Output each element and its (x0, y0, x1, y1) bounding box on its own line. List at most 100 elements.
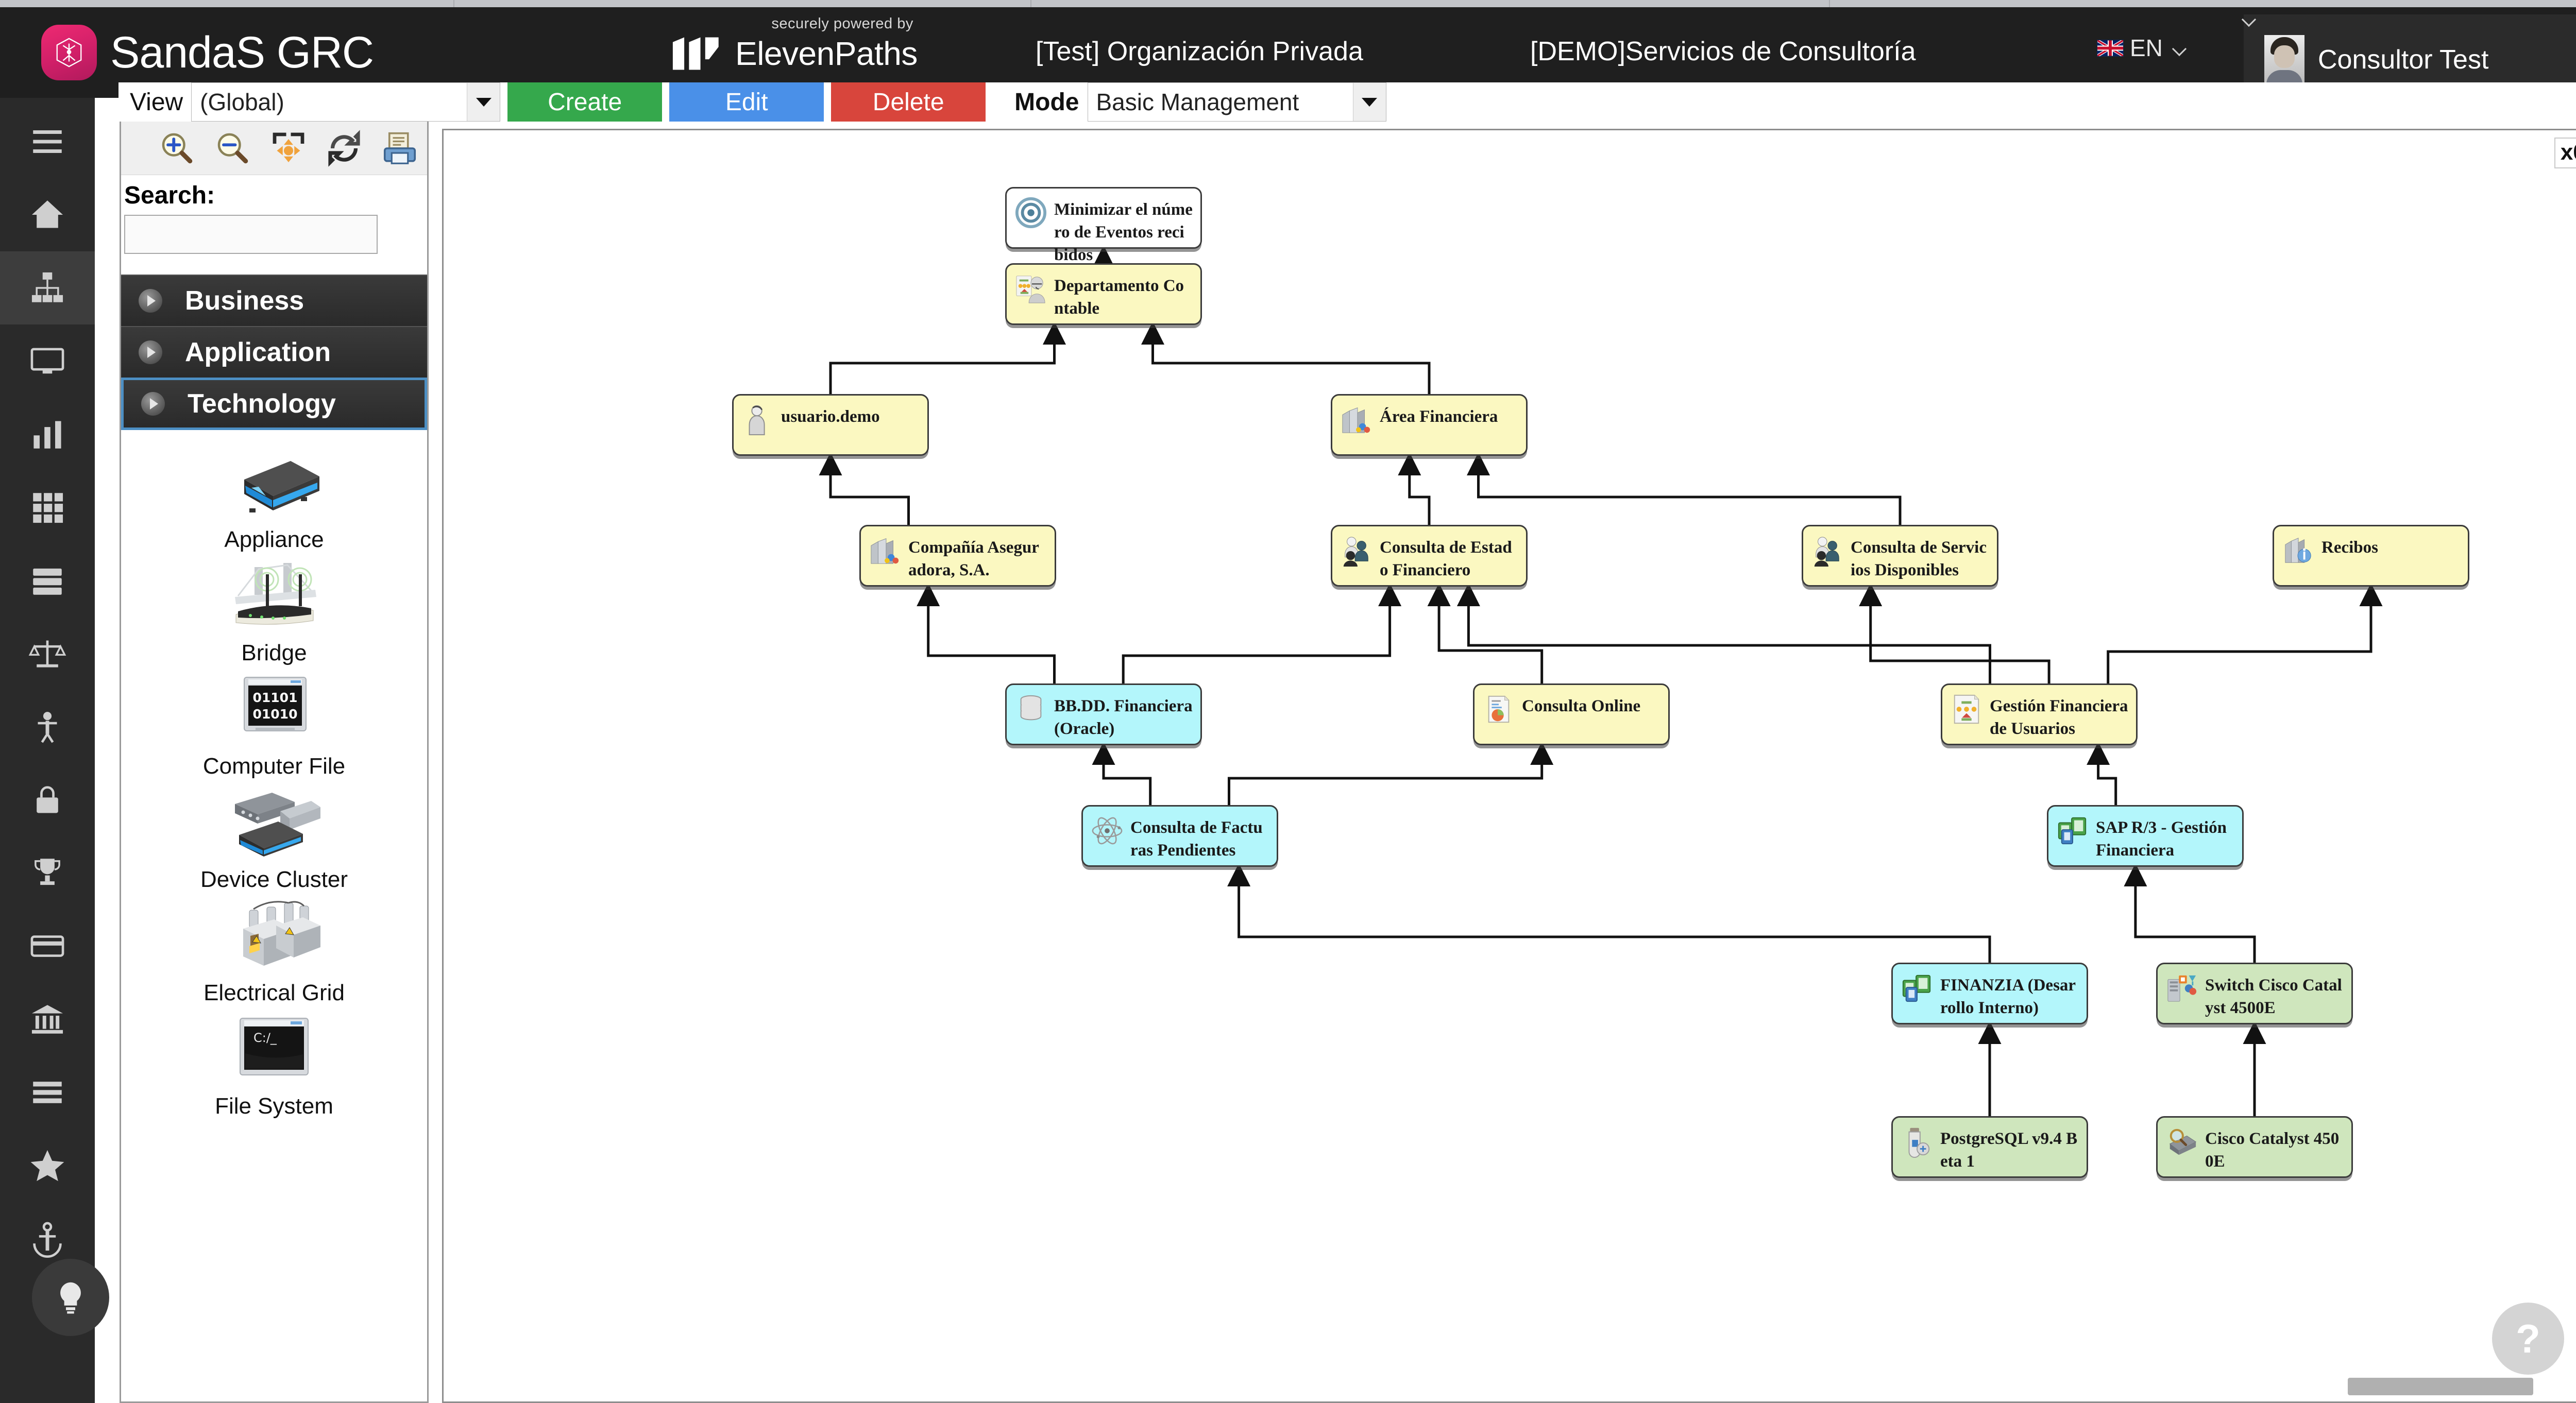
sitemap-icon (31, 272, 63, 302)
palette-item-bridge[interactable]: Bridge (121, 557, 427, 666)
palette-item-appliance[interactable]: Appliance (121, 443, 427, 553)
diagram-node[interactable]: Gestión Financiera de Usuarios (1941, 683, 2138, 745)
org-unit-icon (1341, 404, 1372, 436)
trophy-icon (35, 859, 60, 885)
delete-button[interactable]: Delete (831, 82, 986, 122)
rail-item-bank[interactable] (0, 983, 95, 1056)
rail-item-monitor[interactable] (0, 324, 95, 398)
lightbulb-button[interactable] (32, 1259, 109, 1336)
collaboration-icon (1341, 535, 1372, 567)
diagram-node[interactable]: SAP R/3 - Gestión Financiera (2047, 805, 2244, 867)
org-unit-icon (869, 535, 901, 567)
diagram-node[interactable]: PostgreSQL v9.4 Beta 1 (1891, 1116, 2088, 1178)
language-selector[interactable]: EN (2097, 34, 2188, 62)
view-label: View (130, 88, 183, 116)
rail-item-server-rack[interactable] (0, 544, 95, 617)
mode-select[interactable]: Basic Management (1087, 82, 1386, 122)
tab-seam (1829, 0, 1830, 7)
process-doc-icon (1951, 693, 1982, 725)
diagram-node-label: Compañía Aseguradora, S.A. (908, 538, 1039, 579)
appliance-icon (223, 443, 326, 521)
diagram-edge (819, 452, 910, 525)
chevron-down-icon[interactable] (467, 83, 500, 121)
bridge-icon (223, 557, 326, 634)
palette-section-business[interactable]: Business (121, 275, 427, 326)
palette-item-file-system[interactable]: C:/_File System (121, 1010, 427, 1119)
brand[interactable]: SandaS GRC (41, 25, 374, 80)
search-input[interactable] (124, 215, 378, 254)
app-component-icon (1901, 972, 1933, 1004)
diagram-edge (1092, 741, 1152, 805)
diagram-node[interactable]: Consulta de Estado Financiero (1331, 525, 1528, 587)
rail-item-menu-hamburger[interactable] (0, 105, 95, 178)
palette-item-electrical-grid[interactable]: Electrical Grid (121, 897, 427, 1006)
mode-label: Mode (1014, 88, 1079, 116)
palette-item-label: Electrical Grid (204, 980, 345, 1005)
diagram-node[interactable]: Departamento Contable (1005, 263, 1202, 325)
diagram-node[interactable]: Consulta de Facturas Pendientes (1081, 805, 1278, 867)
palette-toolbar (121, 122, 427, 175)
horizontal-scrollbar[interactable] (2348, 1378, 2533, 1395)
diagram-node[interactable]: Recibos (2273, 525, 2469, 587)
lightbulb-icon (60, 1282, 81, 1314)
mode-select-value: Basic Management (1096, 89, 1299, 115)
refresh-icon[interactable] (324, 128, 364, 168)
rail-item-card[interactable] (0, 910, 95, 983)
brand-name: SandaS GRC (110, 27, 374, 77)
rail-item-anchor[interactable] (0, 1202, 95, 1275)
diagram-edge (1227, 863, 1991, 963)
diagram-edge (2087, 741, 2117, 805)
rail-item-bar-chart[interactable] (0, 398, 95, 471)
grid-icon (33, 493, 63, 523)
chevron-down-icon[interactable] (1352, 83, 1386, 121)
list-icon (33, 1082, 62, 1103)
rail-item-star[interactable] (0, 1129, 95, 1202)
rail-item-person[interactable] (0, 690, 95, 763)
diagram-node[interactable]: usuario.demo (732, 394, 929, 456)
diagram-node[interactable]: Área Financiera (1331, 394, 1528, 456)
view-select[interactable]: (Global) (191, 82, 501, 122)
palette-item-label: File System (215, 1093, 333, 1119)
diagram-node[interactable]: Switch Cisco Catalyst 4500E (2156, 963, 2353, 1024)
palette-item-device-cluster[interactable]: Device Cluster (121, 783, 427, 893)
rail-item-sitemap[interactable] (0, 251, 95, 324)
palette-section-application[interactable]: Application (121, 326, 427, 378)
diagram-node[interactable]: Consulta de Servicios Disponibles (1802, 525, 1998, 587)
palette-item-label: Appliance (224, 527, 324, 552)
rail-item-home[interactable] (0, 178, 95, 251)
diagram-node[interactable]: FINANZIA (Desarrollo Interno) (1891, 963, 2088, 1024)
diagram-node[interactable]: BB.DD. Financiera (Oracle) (1005, 683, 1202, 745)
zoom-out-icon[interactable] (213, 128, 253, 168)
help-button[interactable]: ? (2492, 1303, 2564, 1375)
palette-item-label: Computer File (202, 754, 346, 779)
rail-item-grid[interactable] (0, 471, 95, 544)
diagram-edge (1122, 583, 1402, 683)
diagram-node-label: Departamento Contable (1054, 277, 1184, 318)
palette-section-technology[interactable]: Technology (121, 378, 427, 430)
print-icon[interactable] (380, 128, 420, 168)
fit-to-screen-icon[interactable] (268, 128, 309, 168)
user-actor-icon (742, 404, 774, 436)
diagram-node[interactable]: Consulta Online (1473, 683, 1670, 745)
diagram-edge (1141, 321, 1431, 394)
rail-item-trophy[interactable] (0, 836, 95, 910)
diagram-edge (829, 321, 1066, 394)
organization-name: [Test] Organización Privada (1036, 37, 1363, 66)
browser-chrome-strip (0, 0, 2576, 7)
user-name: Consultor Test (2318, 45, 2489, 75)
rail-item-balance-scale[interactable] (0, 617, 95, 690)
zoom-level-badge: x0. (2554, 138, 2576, 168)
diagram-node[interactable]: Minimizar el número de Eventos recibidos (1005, 187, 1202, 264)
rail-item-list[interactable] (0, 1056, 95, 1129)
diagram-node[interactable]: Cisco Catalyst 4500E (2156, 1116, 2353, 1178)
diagram-canvas[interactable]: x0. Minimizar el número de Eventos recib… (442, 129, 2576, 1403)
diagram-node-label: FINANZIA (Desarrollo Interno) (1940, 976, 2076, 1017)
rail-item-lock[interactable] (0, 763, 95, 836)
avatar (2264, 35, 2304, 84)
diagram-node[interactable]: Compañía Aseguradora, S.A. (859, 525, 1056, 587)
create-button[interactable]: Create (507, 82, 663, 122)
zoom-in-icon[interactable] (157, 128, 197, 168)
edit-button[interactable]: Edit (669, 82, 824, 122)
